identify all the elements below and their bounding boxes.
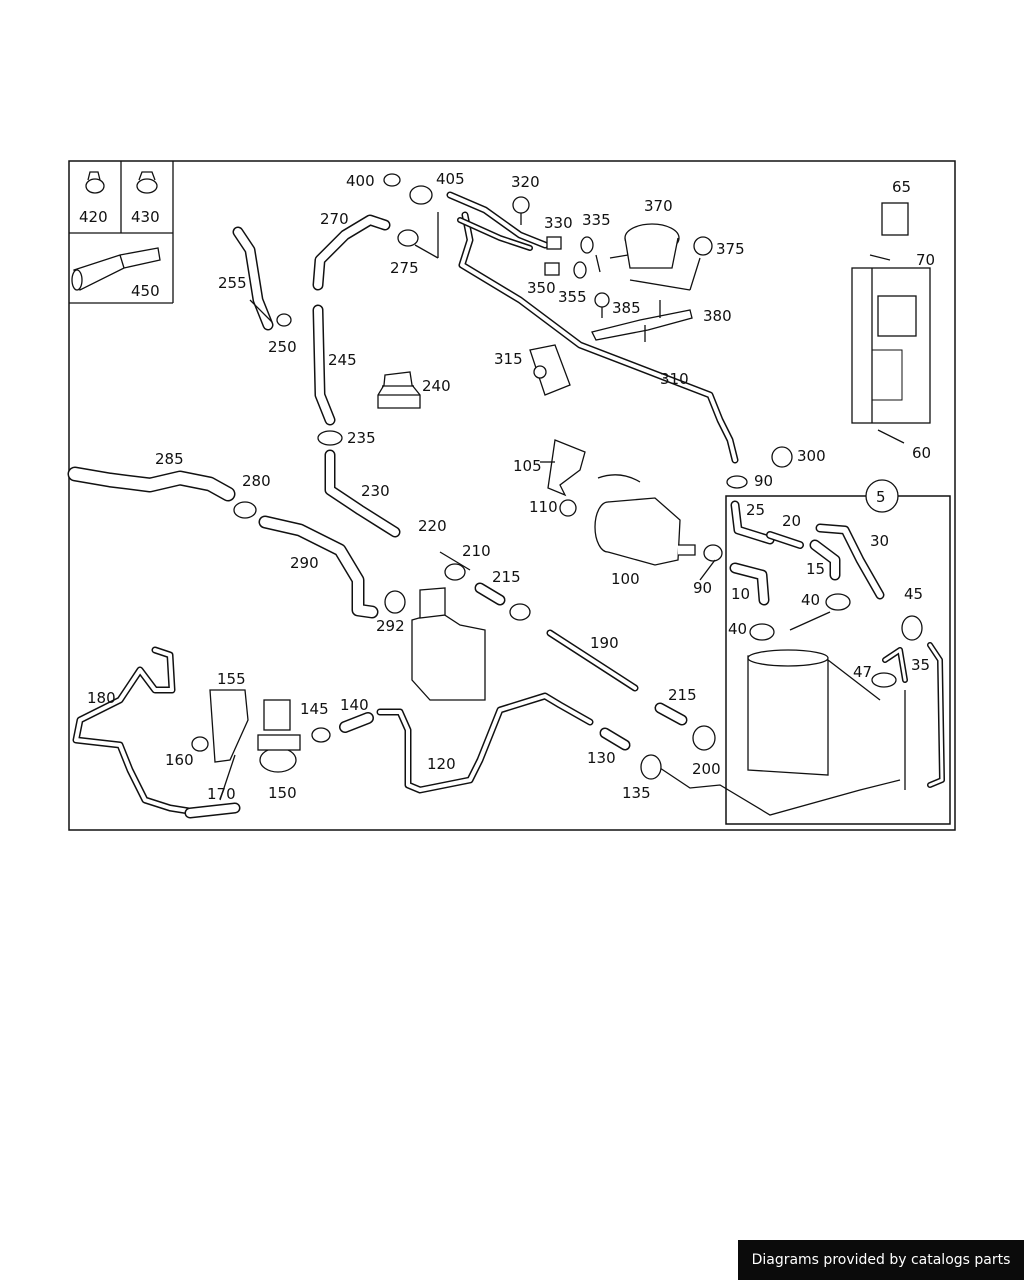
part-label-275: 275 <box>390 259 419 277</box>
part-label-45: 45 <box>904 585 923 603</box>
part-label-35: 35 <box>911 656 930 674</box>
part-label-355: 355 <box>558 288 587 306</box>
part-label-315: 315 <box>494 350 523 368</box>
part-label-25: 25 <box>746 501 765 519</box>
secondary-pump-part <box>594 474 696 566</box>
credit-footer: Diagrams provided by catalogs parts <box>738 1240 1024 1280</box>
part-label-250: 250 <box>268 338 297 356</box>
air-pump-part <box>609 223 680 269</box>
part-label-160: 160 <box>165 751 194 769</box>
sensor-valve-part <box>209 689 301 773</box>
inset-label-420: 420 <box>79 208 108 226</box>
part-label-60: 60 <box>912 444 931 462</box>
part-label-215: 215 <box>492 568 521 586</box>
part-label-65: 65 <box>892 178 911 196</box>
bracket-part <box>591 300 693 342</box>
leader-lines <box>219 212 905 801</box>
part-label-150: 150 <box>268 784 297 802</box>
part-label-405: 405 <box>436 170 465 188</box>
subassembly-box <box>725 479 951 825</box>
part-label-200: 200 <box>692 760 721 778</box>
part-label-320: 320 <box>511 173 540 191</box>
boot-part <box>377 371 421 409</box>
part-label-350: 350 <box>527 279 556 297</box>
part-label-255: 255 <box>218 274 247 292</box>
hose-lines <box>67 191 901 819</box>
valve-part <box>411 587 486 701</box>
part-label-280: 280 <box>242 472 271 490</box>
part-label-100: 100 <box>611 570 640 588</box>
part-label-120: 120 <box>427 755 456 773</box>
part-label-292: 292 <box>376 617 405 635</box>
inset-label-450: 450 <box>131 282 160 300</box>
part-label-300: 300 <box>797 447 826 465</box>
part-label-90: 90 <box>693 579 712 597</box>
part-label-40: 40 <box>728 620 747 638</box>
carbon-canister-part <box>851 202 931 424</box>
inset-label-430: 430 <box>131 208 160 226</box>
part-label-245: 245 <box>328 351 357 369</box>
part-label-270: 270 <box>320 210 349 228</box>
part-label-20: 20 <box>782 512 801 530</box>
part-label-210: 210 <box>462 542 491 560</box>
part-label-180: 180 <box>87 689 116 707</box>
part-label-235: 235 <box>347 429 376 447</box>
part-label-310: 310 <box>660 370 689 388</box>
part-label-90: 90 <box>754 472 773 490</box>
part-label-380: 380 <box>703 307 732 325</box>
hose-clamps <box>191 173 793 780</box>
part-label-190: 190 <box>590 634 619 652</box>
part-label-335: 335 <box>582 211 611 229</box>
hose-sleeve-icon <box>71 247 161 291</box>
part-label-135: 135 <box>622 784 651 802</box>
part-label-330: 330 <box>544 214 573 232</box>
part-label-145: 145 <box>300 700 329 718</box>
part-label-5: 5 <box>876 488 886 506</box>
part-label-140: 140 <box>340 696 369 714</box>
hose-clamp-icon <box>85 171 158 194</box>
part-label-70: 70 <box>916 251 935 269</box>
part-label-30: 30 <box>870 532 889 550</box>
part-label-155: 155 <box>217 670 246 688</box>
inset-label-layer: 420 430 450 <box>79 208 160 300</box>
part-label-215: 215 <box>668 686 697 704</box>
part-label-400: 400 <box>346 172 375 190</box>
part-label-110: 110 <box>529 498 558 516</box>
part-label-130: 130 <box>587 749 616 767</box>
part-label-290: 290 <box>290 554 319 572</box>
part-label-220: 220 <box>418 517 447 535</box>
part-label-370: 370 <box>644 197 673 215</box>
part-label-385: 385 <box>612 299 641 317</box>
part-label-15: 15 <box>806 560 825 578</box>
part-label-40: 40 <box>801 591 820 609</box>
mount-bracket-part <box>529 344 571 396</box>
part-label-375: 375 <box>716 240 745 258</box>
inset-box <box>69 161 174 304</box>
part-label-285: 285 <box>155 450 184 468</box>
part-label-47: 47 <box>853 663 872 681</box>
part-label-105: 105 <box>513 457 542 475</box>
diagram-frame <box>68 160 956 831</box>
bracket-105 <box>547 439 586 497</box>
part-label-10: 10 <box>731 585 750 603</box>
part-label-230: 230 <box>361 482 390 500</box>
part-label-240: 240 <box>422 377 451 395</box>
part-label-170: 170 <box>207 785 236 803</box>
